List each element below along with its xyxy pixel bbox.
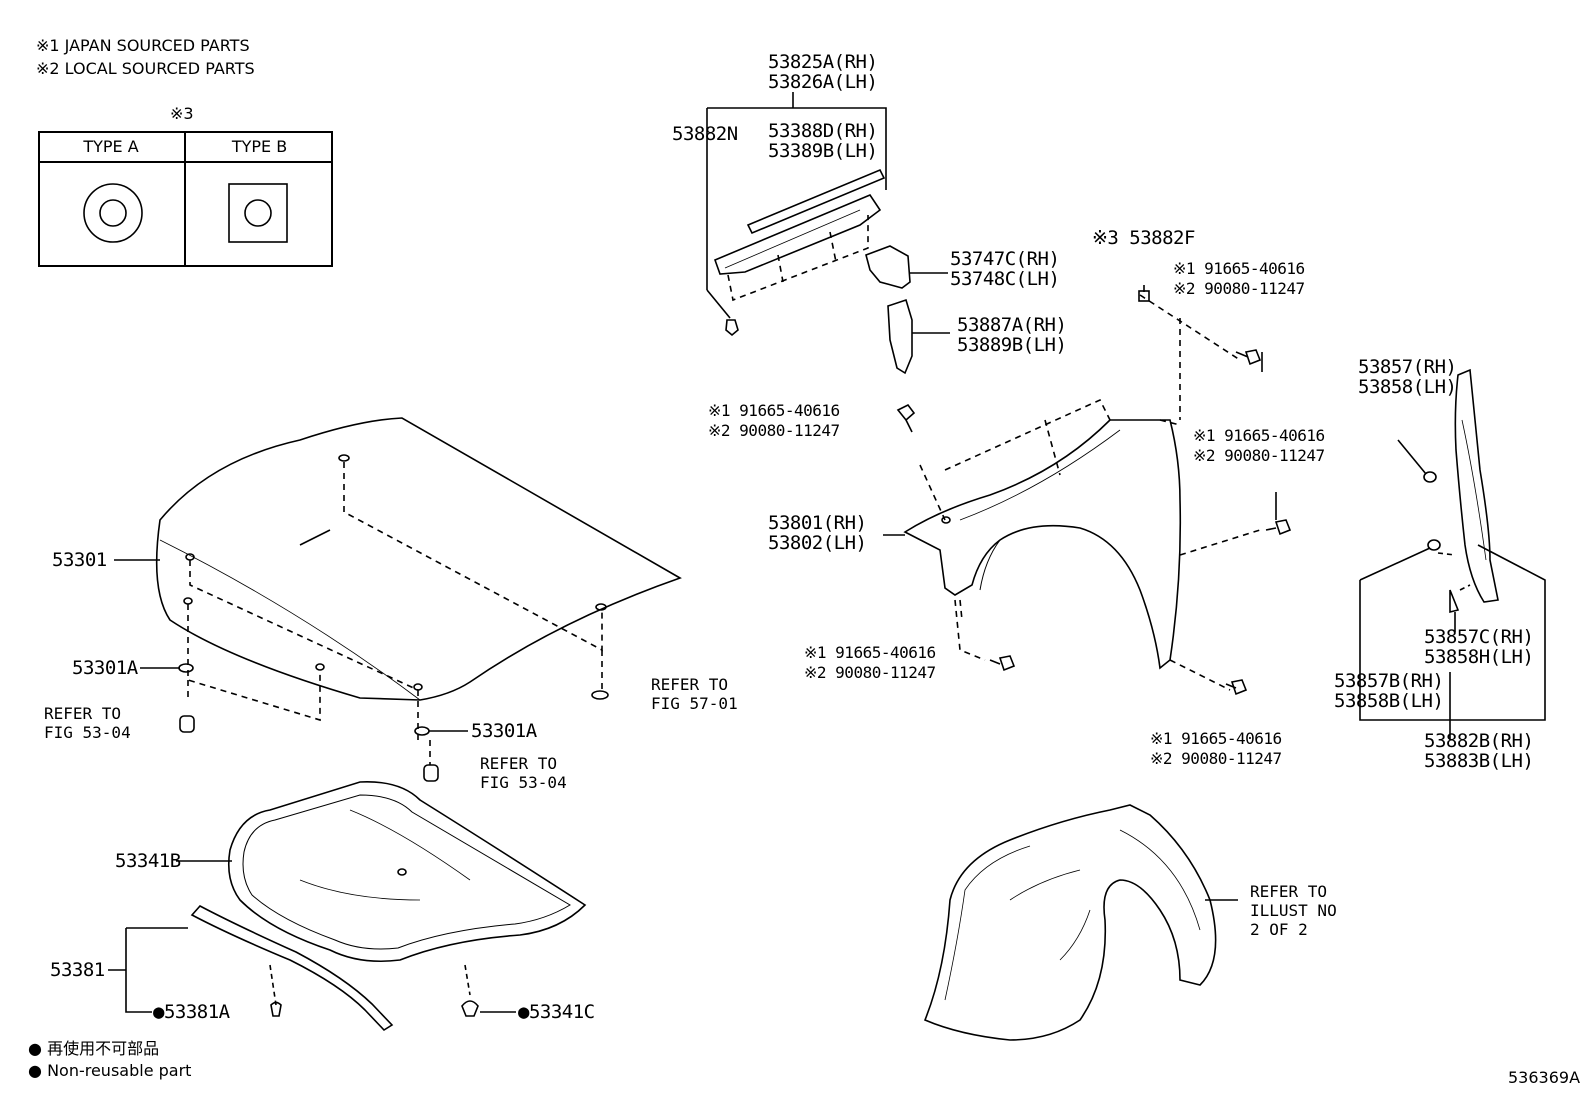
fender-liner [923,804,1217,1041]
label-53747c-53748c: 53747C(RH)53748C(LH) [950,248,1060,290]
insulator-clip [461,1000,479,1017]
label-bolt-low: ※1 91665-40616※2 90080-11247 [804,643,936,682]
fender-seal-53857 [1454,368,1499,603]
label-53388d-53389b: 53388D(RH)53389B(LH) [768,120,878,162]
bolt-icons [896,349,1292,696]
cowl-extension-panel [713,194,882,275]
figure-id: 536369A [1508,1068,1581,1087]
note-3-marker: ※3 [170,104,194,123]
type-a-inner-ring [99,199,127,227]
label-53887a-53889b: 53887A(RH)53889B(LH) [957,314,1067,356]
label-53882b-53883b: 53882B(RH)53883B(LH) [1424,730,1534,772]
hood-crease [299,529,331,546]
legend-bullet-icon: ● [28,1061,42,1080]
seal-clip [270,1001,282,1017]
hood-dashed-guides [187,462,603,765]
label-bolt-right: ※1 91665-40616※2 90080-11247 [1193,426,1325,465]
cowl-clip [725,319,739,337]
hood-stop-cushion-right [423,764,439,782]
label-53381: 53381 [50,959,105,981]
type-b-hole [244,199,272,227]
label-53825a-53826a: 53825A(RH)53826A(LH) [768,51,878,93]
label-53801-53802: 53801(RH)53802(LH) [768,512,867,554]
label-53882f: ※3 53882F [1092,227,1195,249]
fender-seal-53747c [865,245,911,289]
hood-seal [190,904,394,1032]
label-53341c: ●53341C [518,1001,595,1023]
label-53882n: 53882N [672,123,738,145]
hood-holes [183,454,607,691]
legend-english: ● Non-reusable part [28,1061,192,1080]
label-53381a: ●53381A [153,1001,230,1023]
type-table-rule [38,161,333,163]
hood-stop-cushion-left [179,715,195,733]
legend-bullet-icon: ● [28,1039,42,1058]
cowl-weatherstrip [746,168,886,235]
hood-insulator [227,781,587,963]
label-53301a-right: 53301A [471,720,537,742]
legend-japanese: ● 再使用不可部品 [28,1039,160,1058]
hood-panel [155,417,682,701]
type-table-divider [184,131,186,267]
type-b-header: TYPE B [231,137,288,156]
note-japan-sourced: ※1 JAPAN SOURCED PARTS [36,36,250,55]
label-53857c-53858h: 53857C(RH)53858H(LH) [1424,626,1534,668]
label-53301: 53301 [52,549,107,571]
type-a-header: TYPE A [83,137,139,156]
front-fender [903,419,1182,670]
type-a-outer-ring [83,183,143,243]
label-bolt-left: ※1 91665-40616※2 90080-11247 [708,401,840,440]
label-53857b-53858b: 53857B(RH)53858B(LH) [1334,670,1444,712]
note-local-sourced: ※2 LOCAL SOURCED PARTS [36,59,255,78]
label-bolt-top: ※1 91665-40616※2 90080-11247 [1173,259,1305,298]
type-b-square-plate [228,183,288,243]
label-53301a-left: 53301A [72,657,138,679]
label-bolt-bottom: ※1 91665-40616※2 90080-11247 [1150,729,1282,768]
label-53857-53858: 53857(RH)53858(LH) [1358,356,1457,398]
fender-seal-53887a [887,298,913,375]
label-53341b: 53341B [115,850,181,872]
